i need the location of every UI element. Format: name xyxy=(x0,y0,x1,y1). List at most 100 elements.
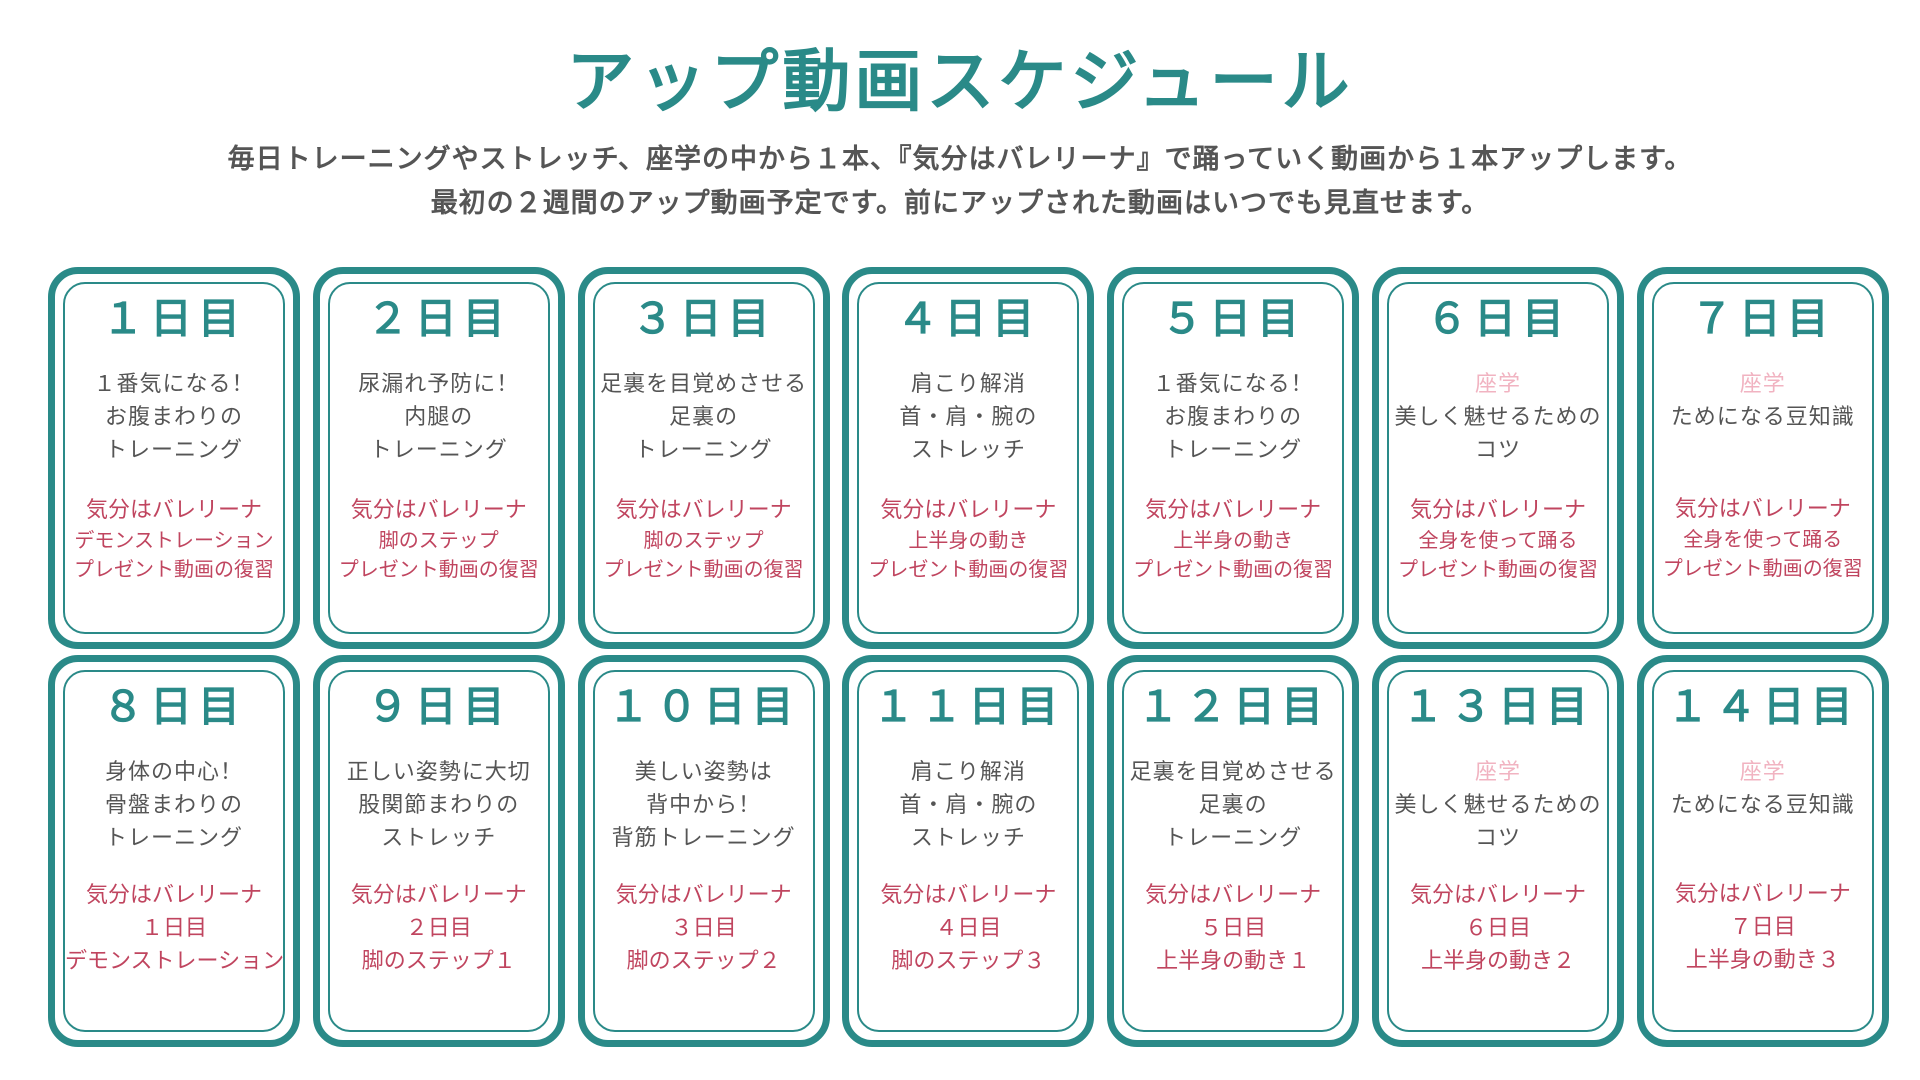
ballerina-line: プレゼント動画の復習 xyxy=(1662,556,1863,580)
training-description: 座学ためになる豆知識 xyxy=(1654,756,1872,854)
training-line: トレーニング xyxy=(369,438,508,463)
zagaku-label: 座学 xyxy=(1739,760,1786,785)
ballerina-line: ７日目 xyxy=(1729,915,1796,940)
zagaku-label: 座学 xyxy=(1474,760,1521,785)
day-card-inner: ４日目肩こり解消首・肩・腕のストレッチ気分はバレリーナ上半身の動きプレゼント動画… xyxy=(857,282,1080,634)
training-description: 身体の中心！ 骨盤まわりのトレーニング xyxy=(65,756,283,855)
training-line: トレーニング xyxy=(104,438,243,463)
training-line: 身体の中心！ xyxy=(104,760,243,785)
training-line: お腹まわりの xyxy=(104,405,243,430)
training-line: コツ xyxy=(1474,438,1521,463)
ballerina-line: 全身を使って踊る xyxy=(1418,528,1578,552)
training-line: 足裏の xyxy=(669,405,739,430)
ballerina-line: 脚のステップ２ xyxy=(626,949,781,974)
training-description: 足裏を目覚めさせる足裏のトレーニング xyxy=(595,368,813,467)
training-line: 背筋トレーニング xyxy=(611,826,796,851)
training-line: コツ xyxy=(1474,826,1521,851)
day-label: ６日目 xyxy=(1425,294,1570,343)
training-line: 足裏の xyxy=(1198,793,1268,818)
ballerina-line: デモンストレーション xyxy=(74,528,274,552)
ballerina-line: 気分はバレリーナ xyxy=(1674,882,1851,907)
day-label: １１日目 xyxy=(872,682,1065,731)
ballerina-section: 気分はバレリーナ上半身の動きプレゼント動画の復習 xyxy=(1124,495,1342,584)
ballerina-line: ５日目 xyxy=(1200,916,1267,941)
day-label: １０日目 xyxy=(607,682,800,731)
training-line: 足裏を目覚めさせる xyxy=(600,372,808,397)
ballerina-line: 気分はバレリーナ xyxy=(880,883,1057,908)
ballerina-section: 気分はバレリーナ上半身の動きプレゼント動画の復習 xyxy=(859,495,1077,584)
ballerina-section: 気分はバレリーナ全身を使って踊るプレゼント動画の復習 xyxy=(1389,495,1607,584)
training-line: 正しい姿勢に大切 xyxy=(346,760,531,785)
day-label: １２日目 xyxy=(1137,682,1330,731)
page-title: アップ動画スケジュール xyxy=(566,43,1354,122)
ballerina-line: プレゼント動画の復習 xyxy=(1133,557,1334,581)
ballerina-line: 脚のステップ xyxy=(643,528,764,552)
training-description: １番気になる！お腹まわりのトレーニング xyxy=(65,368,283,467)
training-description: 尿漏れ予防に！内腿のトレーニング xyxy=(330,368,548,467)
training-description: 座学ためになる豆知識 xyxy=(1654,368,1872,466)
ballerina-line: 脚のステップ１ xyxy=(361,949,516,974)
day-label: ４日目 xyxy=(896,294,1041,343)
training-line: 肩こり解消 xyxy=(910,760,1026,785)
training-description: 正しい姿勢に大切股関節まわりのストレッチ xyxy=(330,756,548,855)
training-line: 尿漏れ予防に！ xyxy=(358,372,520,397)
ballerina-line: 気分はバレリーナ xyxy=(1145,498,1322,523)
training-line: ストレッチ xyxy=(910,438,1026,463)
ballerina-line: １日目 xyxy=(140,916,207,941)
zagaku-label: 座学 xyxy=(1739,372,1786,397)
training-line: 背中から！ xyxy=(646,793,762,818)
ballerina-section: 気分はバレリーナデモンストレーションプレゼント動画の復習 xyxy=(65,495,283,584)
training-line: 肩こり解消 xyxy=(910,372,1026,397)
ballerina-line: 気分はバレリーナ xyxy=(880,498,1057,523)
ballerina-section: 気分はバレリーナ脚のステッププレゼント動画の復習 xyxy=(595,495,813,584)
ballerina-line: プレゼント動画の復習 xyxy=(74,557,274,581)
day-label: ８日目 xyxy=(101,682,246,731)
training-line: 美しく魅せるための xyxy=(1394,793,1602,818)
ballerina-line: 脚のステップ xyxy=(378,528,499,552)
ballerina-line: 上半身の動き xyxy=(1173,528,1294,552)
ballerina-line: デモンストレーション xyxy=(65,949,285,974)
training-description: 座学美しく魅せるためのコツ xyxy=(1389,756,1607,855)
training-line: ためになる豆知識 xyxy=(1670,793,1855,818)
training-line: 骨盤まわりの xyxy=(104,793,243,818)
training-line: ストレッチ xyxy=(910,826,1026,851)
ballerina-line: 脚のステップ３ xyxy=(891,949,1046,974)
ballerina-line: プレゼント動画の復習 xyxy=(868,557,1069,581)
training-line: ストレッチ xyxy=(381,826,497,851)
training-description: 肩こり解消首・肩・腕のストレッチ xyxy=(859,368,1077,467)
ballerina-line: ６日目 xyxy=(1464,916,1531,941)
training-description: 肩こり解消首・肩・腕のストレッチ xyxy=(859,756,1077,855)
day-label: ３日目 xyxy=(631,294,776,343)
zagaku-label: 座学 xyxy=(1474,372,1521,397)
day-card-inner: ２日目尿漏れ予防に！内腿のトレーニング気分はバレリーナ脚のステッププレゼント動画… xyxy=(327,282,550,634)
training-line: トレーニング xyxy=(104,826,243,851)
ballerina-line: プレゼント動画の復習 xyxy=(603,557,804,581)
day-card-inner: ６日目座学美しく魅せるためのコツ気分はバレリーナ全身を使って踊るプレゼント動画の… xyxy=(1386,282,1609,634)
day-card: ３日目足裏を目覚めさせる足裏のトレーニング気分はバレリーナ脚のステッププレゼント… xyxy=(577,267,830,649)
day-card-inner: ３日目足裏を目覚めさせる足裏のトレーニング気分はバレリーナ脚のステッププレゼント… xyxy=(592,282,815,634)
ballerina-line: ２日目 xyxy=(405,916,472,941)
day-card: ６日目座学美しく魅せるためのコツ気分はバレリーナ全身を使って踊るプレゼント動画の… xyxy=(1371,267,1624,649)
day-label: １４日目 xyxy=(1666,682,1859,731)
ballerina-line: 全身を使って踊る xyxy=(1683,527,1843,551)
training-line: ためになる豆知識 xyxy=(1670,405,1855,430)
